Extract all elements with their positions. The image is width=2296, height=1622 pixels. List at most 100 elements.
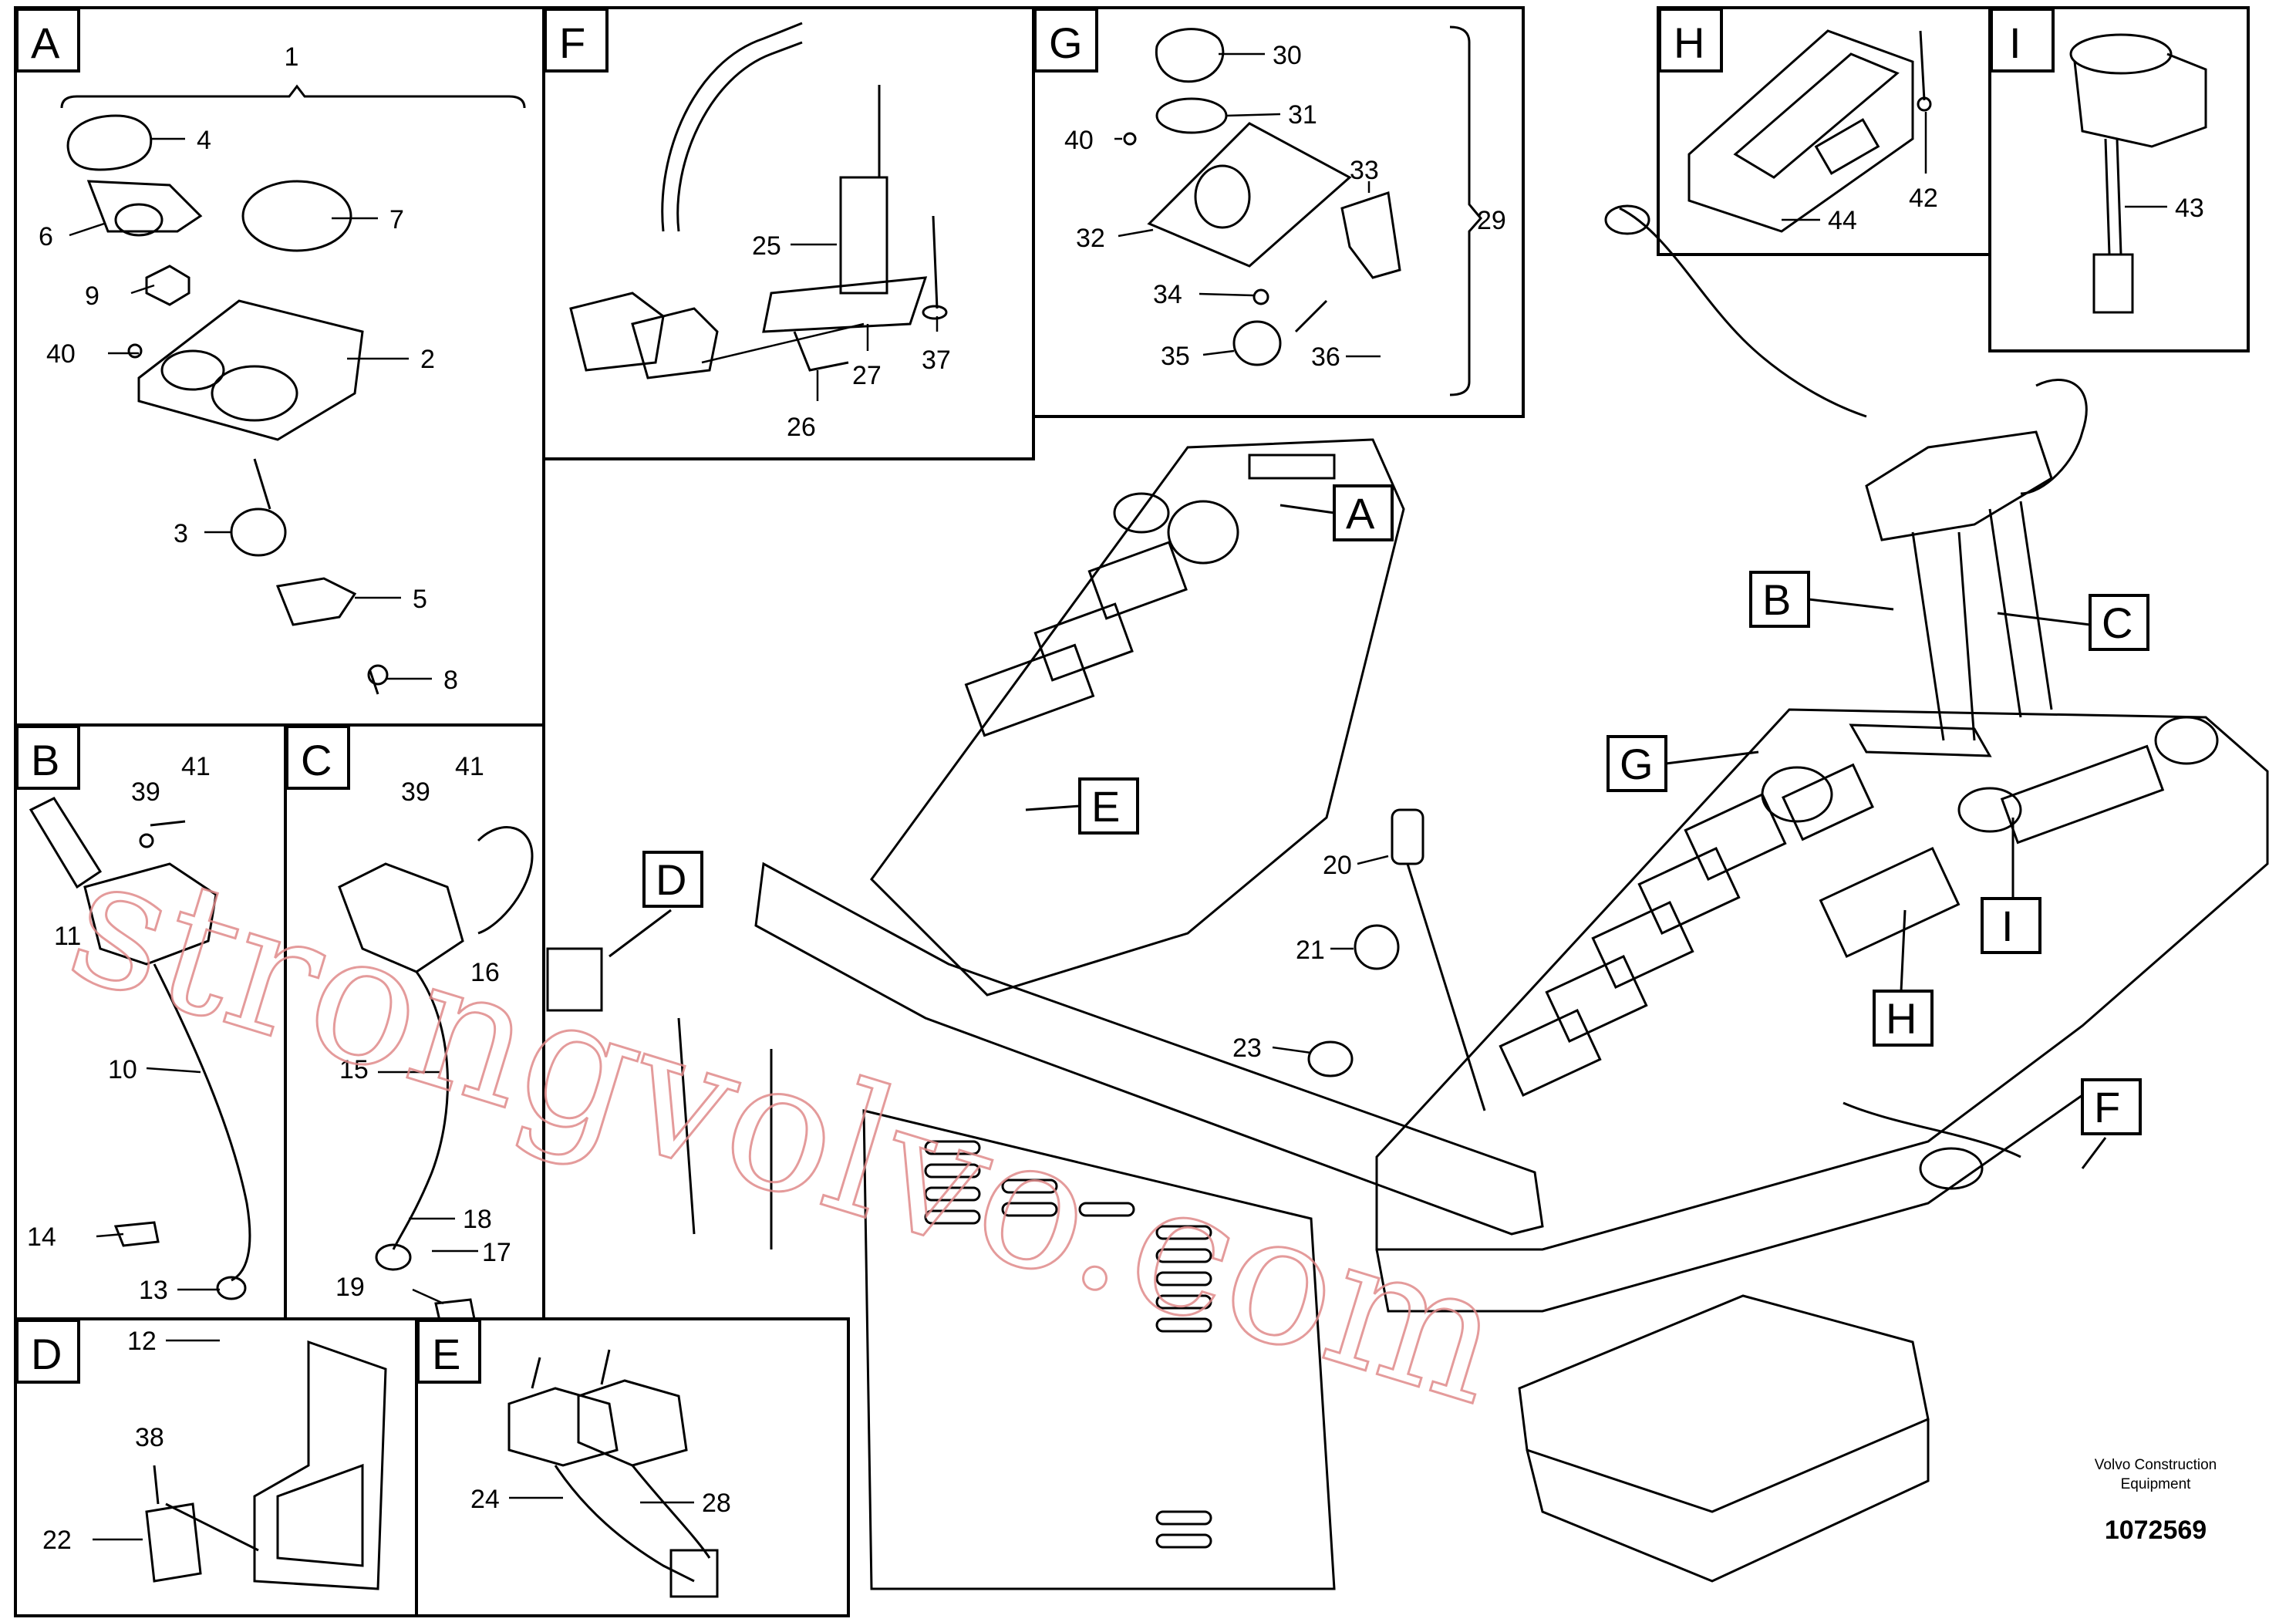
panel-i-drawing xyxy=(2069,33,2207,314)
panel-b-drawing xyxy=(29,797,251,1300)
group-brace-g xyxy=(1449,25,1482,396)
part-34: 34 xyxy=(1153,280,1182,309)
panel-f: F 25 37 27 26 xyxy=(542,6,1035,460)
main-machine-drawing xyxy=(546,204,2269,1590)
panel-d-letter: D xyxy=(31,1330,62,1378)
part-40-g: 40 xyxy=(1064,126,1094,155)
part-40-a: 40 xyxy=(46,339,76,369)
part-35: 35 xyxy=(1161,342,1190,371)
part-7: 7 xyxy=(389,205,404,234)
callout-a: A xyxy=(1279,484,1394,541)
part-20-shape xyxy=(1391,808,1424,865)
panel-h-drawing xyxy=(1687,29,1932,233)
panel-a-group-label: 1 xyxy=(285,42,299,72)
floor-line xyxy=(1843,1101,2021,1158)
part-41-c: 41 xyxy=(455,752,484,781)
panel-h-letter: H xyxy=(1674,19,1704,67)
part-11: 11 xyxy=(54,922,81,951)
part-12: 12 xyxy=(127,1327,157,1356)
svg-text:A: A xyxy=(1346,489,1375,538)
svg-text:D: D xyxy=(656,855,686,904)
panel-g-leaders xyxy=(1114,52,1381,358)
right-console-outline xyxy=(1375,708,2269,1251)
box-cover xyxy=(1518,1294,1930,1513)
panel-f-letter: F xyxy=(559,19,585,67)
part-14: 14 xyxy=(27,1222,56,1252)
left-console-switches xyxy=(964,454,1336,737)
watermark-text: strongvolvo.com xyxy=(49,815,1525,1445)
svg-text:H: H xyxy=(1886,994,1917,1043)
panel-b: B 39 41 11 10 14 13 12 xyxy=(14,723,287,1356)
panel-e-letter: E xyxy=(432,1330,460,1378)
callout-d: D xyxy=(609,851,703,958)
main-part-labels: 20 21 23 xyxy=(1232,851,1389,1063)
part-4: 4 xyxy=(197,126,211,155)
callout-c: C xyxy=(1997,594,2149,651)
part-20: 20 xyxy=(1323,851,1352,880)
panel-g-letter: G xyxy=(1049,19,1083,67)
panel-f-leaders xyxy=(701,243,939,401)
engine-cover xyxy=(862,1109,1336,1590)
panel-i: I 43 xyxy=(1988,6,2250,352)
part-32: 32 xyxy=(1076,224,1105,253)
part-38: 38 xyxy=(135,1423,164,1452)
panel-h: H 42 44 xyxy=(1657,6,1991,256)
group-brace xyxy=(60,84,526,109)
box-cover-side xyxy=(1526,1419,1930,1583)
part-42: 42 xyxy=(1909,184,1938,213)
svg-text:C: C xyxy=(2102,599,2132,647)
part-41-b: 41 xyxy=(181,752,211,781)
part-d-shape xyxy=(546,947,603,1012)
part-39-c: 39 xyxy=(401,777,430,807)
panel-i-letter: I xyxy=(2009,19,2021,67)
callout-f: F xyxy=(2081,1078,2142,1169)
part-17: 17 xyxy=(482,1238,511,1267)
dash-panel xyxy=(754,862,1544,1236)
svg-text:F: F xyxy=(2094,1083,2120,1131)
part-6: 6 xyxy=(39,222,53,251)
joystick-knob xyxy=(2020,379,2088,495)
part-27: 27 xyxy=(852,361,882,390)
panel-a-drawing xyxy=(66,114,389,695)
part-21-shape xyxy=(1354,924,1400,970)
part-23: 23 xyxy=(1232,1034,1262,1063)
callout-g: G xyxy=(1607,735,1759,792)
part-39-b: 39 xyxy=(131,777,160,807)
part-10: 10 xyxy=(108,1055,137,1084)
part-36: 36 xyxy=(1311,342,1340,372)
part-2: 2 xyxy=(420,345,435,374)
part-9: 9 xyxy=(85,282,99,311)
right-console-switches xyxy=(1499,716,2219,1097)
part-31: 31 xyxy=(1288,100,1317,130)
svg-text:G: G xyxy=(1620,740,1654,788)
panel-c-letter: C xyxy=(301,736,332,784)
door-frame xyxy=(677,1017,773,1249)
part-19: 19 xyxy=(335,1273,365,1302)
part-24: 24 xyxy=(470,1485,500,1514)
panel-b-leaders xyxy=(96,1067,220,1342)
part-15: 15 xyxy=(339,1055,369,1084)
part-3: 3 xyxy=(174,519,188,548)
console-grip xyxy=(1849,723,1992,757)
panel-g: G 30 31 40 33 32 29 34 3 xyxy=(1032,6,1525,418)
panel-e: E 24 28 xyxy=(415,1317,850,1617)
panel-b-letter: B xyxy=(31,736,59,784)
svg-text:B: B xyxy=(1762,575,1791,624)
part-26: 26 xyxy=(787,413,816,442)
part-25: 25 xyxy=(752,231,781,261)
part-43: 43 xyxy=(2175,194,2204,223)
part-16: 16 xyxy=(470,958,500,987)
panel-g-drawing xyxy=(1123,28,1401,366)
panel-c-drawing xyxy=(338,826,534,1322)
panel-c-leaders xyxy=(378,1071,478,1305)
left-console-outline xyxy=(870,438,1405,996)
part-20-leader xyxy=(1406,863,1486,1111)
drawing-number: 1072569 xyxy=(2105,1516,2207,1545)
part-22: 22 xyxy=(42,1526,72,1555)
part-33: 33 xyxy=(1350,156,1379,185)
part-21: 21 xyxy=(1296,936,1325,965)
part-18: 18 xyxy=(463,1205,492,1234)
callout-h: H xyxy=(1873,909,1934,1047)
callout-b: B xyxy=(1749,571,1894,628)
